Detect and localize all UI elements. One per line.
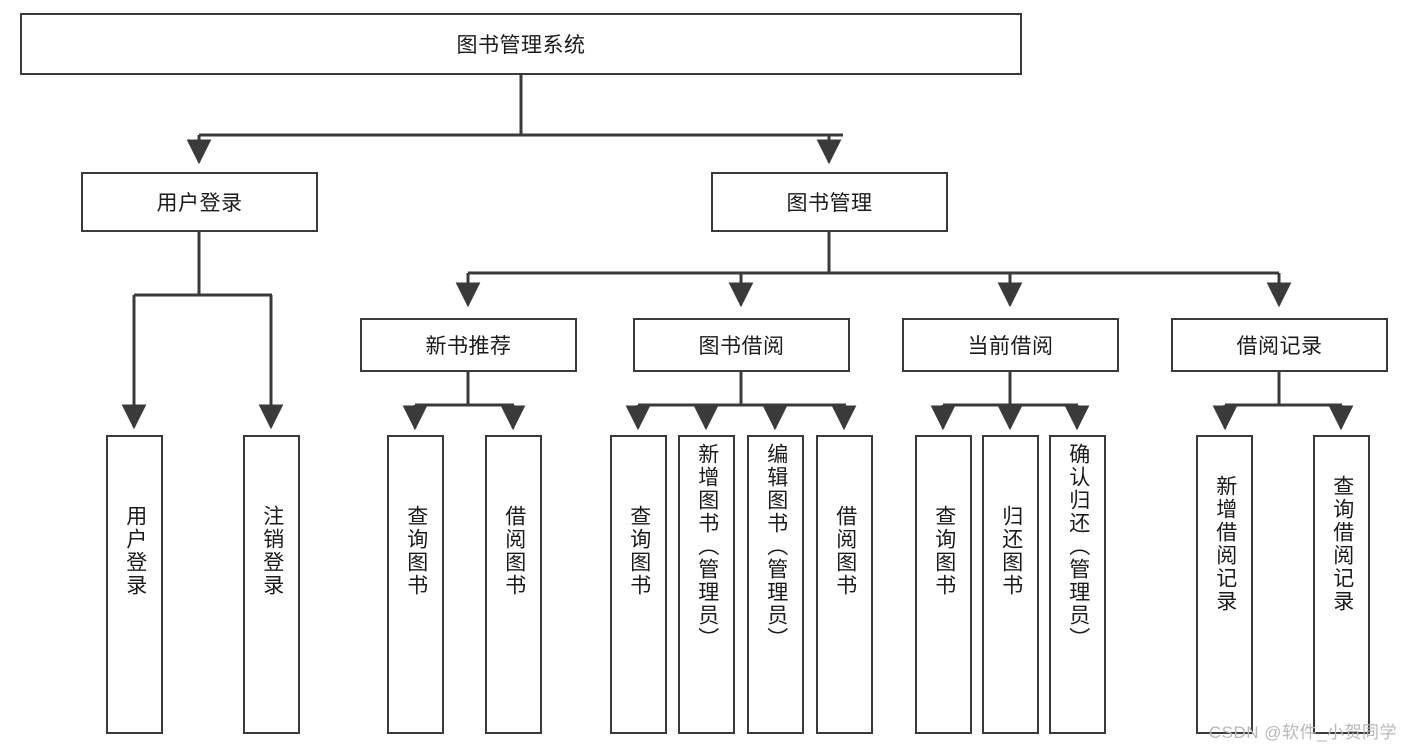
node-user-login[interactable]: 用户登录 [81, 172, 318, 232]
leaf-confirm-return-admin[interactable]: 确认归还（管理员） [1049, 435, 1106, 734]
node-book-management[interactable]: 图书管理 [711, 172, 948, 232]
leaf-query-book-newbook[interactable]: 查询图书 [387, 435, 444, 734]
leaf-label: 借阅图书 [833, 505, 857, 597]
node-new-book-recommendation[interactable]: 新书推荐 [360, 318, 577, 372]
node-label: 用户登录 [156, 192, 243, 215]
leaf-label: 用户登录 [123, 505, 147, 597]
leaf-label: 归还图书 [999, 505, 1023, 597]
leaf-label: 借阅图书 [502, 505, 526, 597]
leaf-edit-book-admin[interactable]: 编辑图书（管理员） [747, 435, 804, 734]
node-label: 新书推荐 [425, 335, 512, 358]
node-root-book-management-system[interactable]: 图书管理系统 [20, 13, 1022, 75]
leaf-label: 新增借阅记录 [1213, 475, 1237, 613]
leaf-return-book[interactable]: 归还图书 [982, 435, 1039, 734]
leaf-query-book-borrow[interactable]: 查询图书 [610, 435, 667, 734]
node-current-borrow[interactable]: 当前借阅 [902, 318, 1119, 372]
node-borrow-record[interactable]: 借阅记录 [1171, 318, 1388, 372]
leaf-add-book-admin[interactable]: 新增图书（管理员） [678, 435, 735, 734]
node-label: 图书借阅 [698, 335, 785, 358]
node-book-borrow[interactable]: 图书借阅 [633, 318, 850, 372]
node-label: 图书管理系统 [456, 34, 586, 57]
leaf-label: 查询图书 [627, 505, 651, 597]
leaf-query-borrow-record[interactable]: 查询借阅记录 [1313, 435, 1370, 734]
leaf-label: 新增图书（管理员） [695, 443, 719, 650]
node-label: 图书管理 [786, 192, 873, 215]
leaf-label: 查询图书 [932, 505, 956, 597]
leaf-borrow-book-newbook[interactable]: 借阅图书 [485, 435, 542, 734]
leaf-borrow-book-borrow[interactable]: 借阅图书 [816, 435, 873, 734]
leaf-label: 查询借阅记录 [1330, 475, 1354, 613]
leaf-label: 编辑图书（管理员） [764, 443, 788, 650]
leaf-user-login[interactable]: 用户登录 [106, 435, 163, 734]
leaf-label: 确认归还（管理员） [1066, 443, 1090, 650]
node-label: 当前借阅 [967, 335, 1054, 358]
leaf-label: 注销登录 [260, 505, 284, 597]
leaf-label: 查询图书 [404, 505, 428, 597]
node-label: 借阅记录 [1236, 335, 1323, 358]
leaf-add-borrow-record[interactable]: 新增借阅记录 [1196, 435, 1253, 734]
leaf-logout[interactable]: 注销登录 [243, 435, 300, 734]
leaf-query-book-current[interactable]: 查询图书 [915, 435, 972, 734]
